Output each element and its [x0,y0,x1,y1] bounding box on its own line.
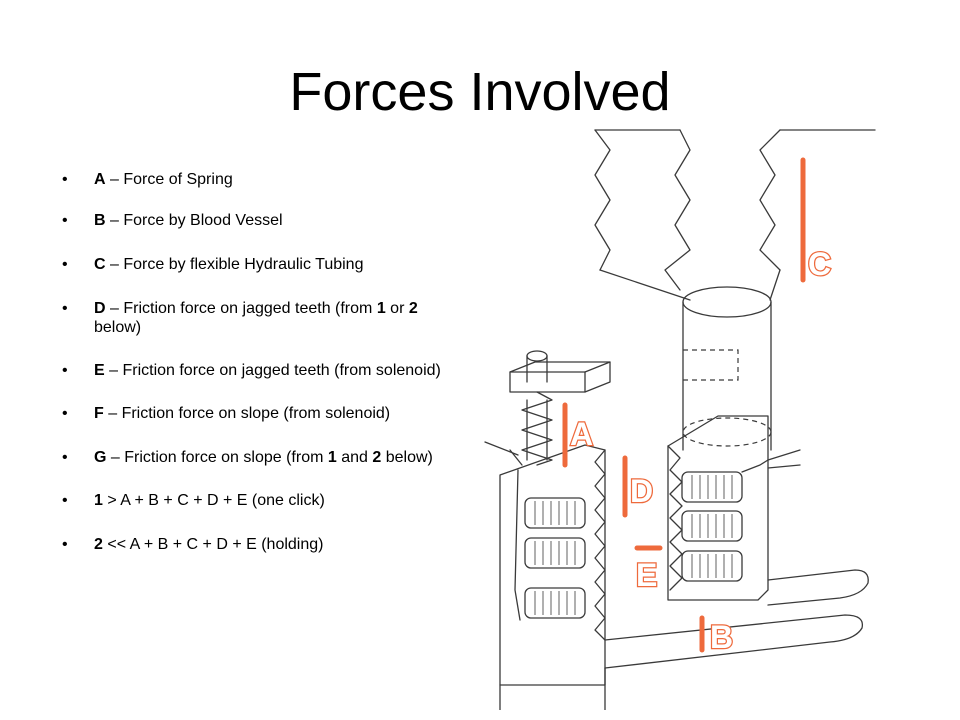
right-housing [667,415,801,601]
label-e: E [636,557,657,593]
left-housing [484,441,606,686]
clamp-jaws [499,569,869,710]
spring-assembly [509,350,611,466]
label-d: D [630,473,653,509]
label-b: B [710,619,733,655]
bullet-e: E – Friction force on jagged teeth (from… [62,361,462,380]
bullet-f: F – Friction force on slope (from soleno… [62,404,462,423]
label-c: C [808,246,831,282]
force-list: A – Force of Spring B – Force by Blood V… [62,170,462,554]
clamp-diagram: C A D E B [484,129,876,710]
bullet-2: 2 << A + B + C + D + E (holding) [62,535,462,554]
hydraulic-tubing [594,129,876,301]
piston-cylinder [682,286,772,451]
bullet-d: D – Friction force on jagged teeth (from… [62,299,462,337]
bullet-1: 1 > A + B + C + D + E (one click) [62,491,462,510]
force-markers: C A D E B [562,157,832,656]
label-a: A [570,416,593,452]
bullet-b: B – Force by Blood Vessel [62,211,462,230]
slide-title: Forces Involved [289,62,671,122]
bullet-c: C – Force by flexible Hydraulic Tubing [62,255,462,274]
bullet-a: A – Force of Spring [62,170,462,189]
bullet-g: G – Friction force on slope (from 1 and … [62,448,462,467]
